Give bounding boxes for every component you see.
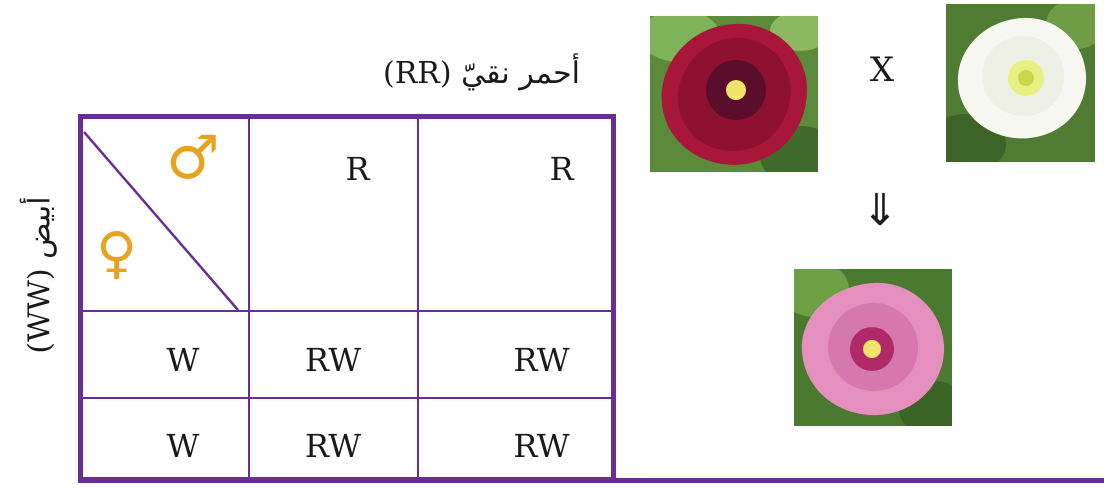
offspring-cell: RW [304, 341, 362, 379]
cross-symbol: X [869, 50, 895, 90]
male-gamete-1: R [345, 150, 370, 188]
grid-divider-h2 [78, 397, 616, 399]
female-gamete-1: W [166, 341, 200, 379]
white-flower-image [946, 4, 1095, 162]
down-arrow-icon: ⇓ [861, 185, 899, 236]
male-parent-label: أحمر نقيّ (RR) [383, 56, 580, 91]
offspring-cell: RW [513, 341, 570, 379]
female-parent-label-text: أبيض (WW) [22, 196, 58, 354]
bottom-rule [78, 478, 1104, 483]
grid-divider-v2 [417, 114, 419, 482]
female-parent-label: أبيض (WW) [10, 170, 70, 380]
offspring-cell: RW [304, 427, 362, 465]
grid-divider-v1 [248, 114, 250, 482]
offspring-cell: RW [513, 427, 570, 465]
red-flower-image [650, 16, 818, 172]
corner-diagonal [83, 131, 239, 311]
male-symbol-icon: ♂ [166, 123, 220, 193]
female-gamete-2: W [166, 427, 200, 465]
female-symbol-icon: ♀ [96, 221, 138, 286]
pink-flower-image [794, 269, 952, 426]
male-gamete-2: R [549, 150, 574, 188]
grid-divider-h1 [78, 310, 616, 312]
